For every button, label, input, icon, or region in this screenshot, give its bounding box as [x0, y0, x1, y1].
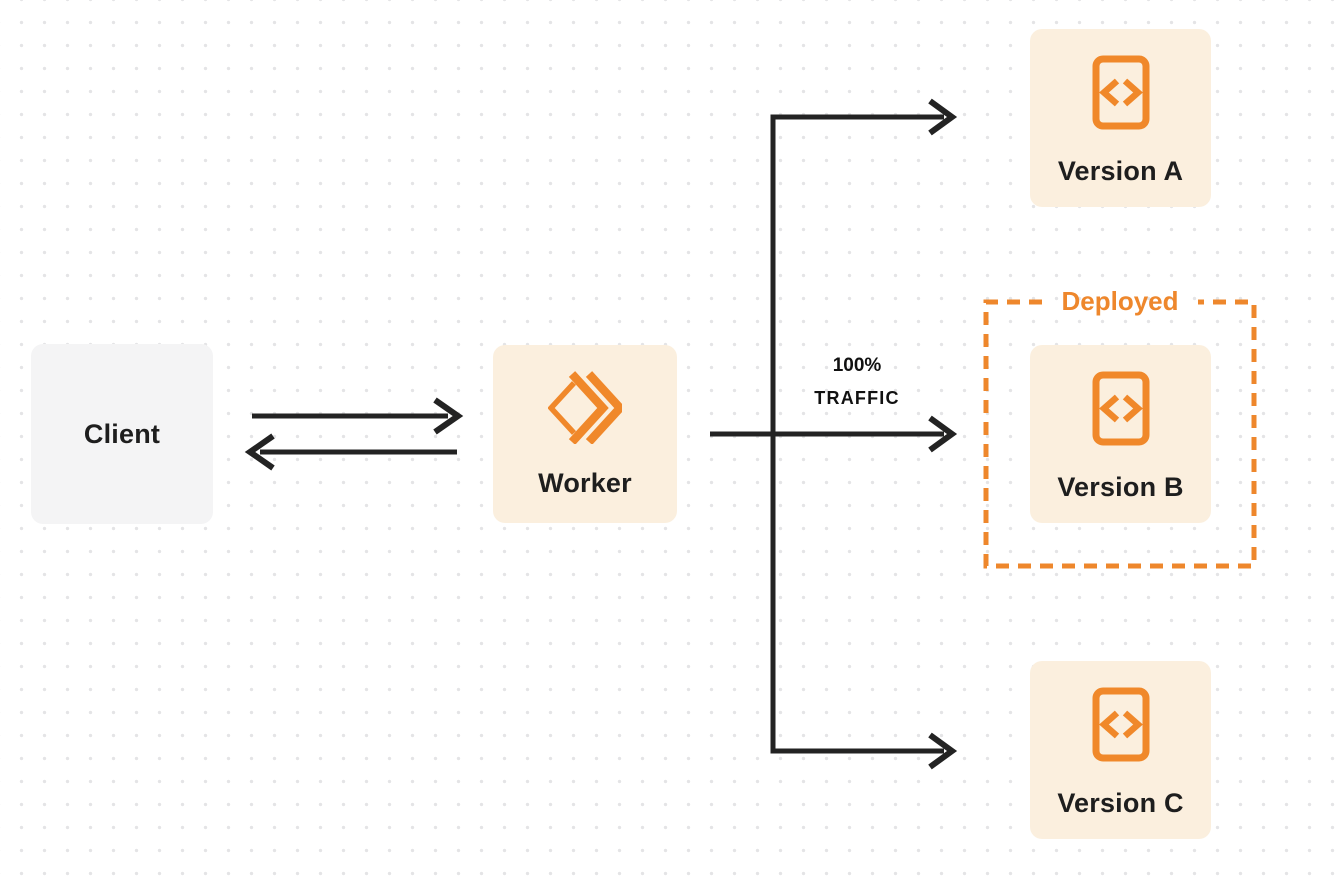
traffic-word: TRAFFIC: [814, 388, 900, 408]
worker-label: Worker: [538, 468, 632, 498]
node-version-c: Version C: [1030, 661, 1211, 839]
node-worker: Worker: [493, 345, 677, 523]
node-version-b: Version B: [1030, 345, 1211, 523]
code-file-icon: [1092, 371, 1149, 446]
traffic-branch-lines: [710, 98, 958, 770]
worker-to-client-arrow: [244, 433, 457, 471]
traffic-percent: 100%: [832, 355, 882, 376]
arrowhead-version-a: [928, 98, 958, 136]
arrowhead-version-b: [928, 415, 958, 453]
deployed-annotation: Deployed: [1061, 286, 1179, 316]
arrowhead-version-c: [928, 732, 958, 770]
version-a-label: Version A: [1057, 156, 1184, 186]
client-label: Client: [83, 418, 161, 449]
node-version-a: Version A: [1030, 29, 1211, 207]
client-to-worker-arrow: [252, 397, 464, 435]
node-client: Client: [31, 344, 213, 524]
version-c-label: Version C: [1057, 788, 1184, 818]
version-b-label: Version B: [1057, 472, 1184, 502]
code-file-icon: [1092, 55, 1149, 130]
double-chevron-icon: [548, 371, 622, 444]
traffic-annotation: 100% TRAFFIC: [786, 349, 928, 415]
code-file-icon: [1092, 687, 1149, 762]
